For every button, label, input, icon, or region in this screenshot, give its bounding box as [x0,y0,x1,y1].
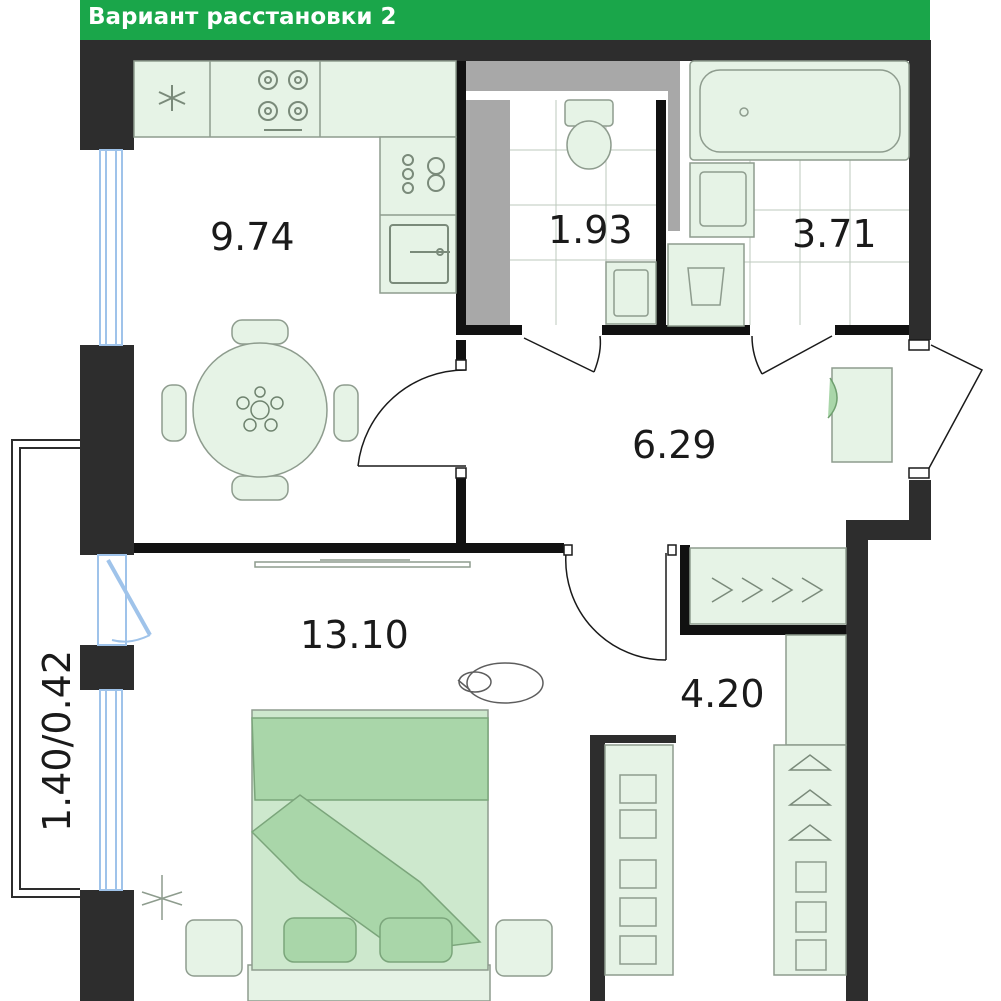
door-frames [455,339,930,556]
bed [247,709,491,1001]
fridge-snowflake-icon [158,85,186,111]
wardrobe-right-hangers [787,754,833,841]
balcony [11,439,80,898]
nightstands [185,919,553,977]
plant-icon [141,875,183,920]
header-bar [80,0,930,40]
toilet-icon [564,99,614,170]
wardrobe-left [604,744,674,976]
outer-walls [80,40,931,1001]
dining-table [161,319,359,501]
wardrobe-area-label: 4.20 [680,672,765,716]
windows [99,149,123,891]
balcony-door[interactable] [97,554,152,646]
toilet-sink-icon [605,261,657,325]
hob-icon [402,154,445,194]
bathroom-area-label: 3.71 [792,212,877,256]
ventilation-shaft [466,61,680,325]
bathtub-icon [689,60,910,161]
dog-icon [457,662,544,704]
inner-walls [134,61,909,635]
bedroom-area-label: 13.10 [300,613,409,657]
hall-rug [827,367,893,463]
wardrobe-hangers [711,577,824,603]
washing-machine-icon [667,243,745,327]
hall-area-label: 6.29 [632,423,717,467]
balcony-area-label: 1.40/0.42 [35,650,79,832]
stove-icon [258,70,308,131]
kitchen-area-label: 9.74 [210,215,295,259]
toilet-area-label: 1.93 [548,208,633,252]
wardrobe-right [773,634,847,976]
kitchen-sink-icon [389,224,450,284]
bathroom-sink-icon [689,162,755,238]
wardrobe-shelf-top [689,547,847,625]
doors[interactable] [357,335,984,661]
flower-decoration-icon [236,386,284,432]
kitchen-counter [133,60,457,294]
plan-title: Вариант расстановки 2 [88,4,397,30]
tv-unit [254,559,471,568]
